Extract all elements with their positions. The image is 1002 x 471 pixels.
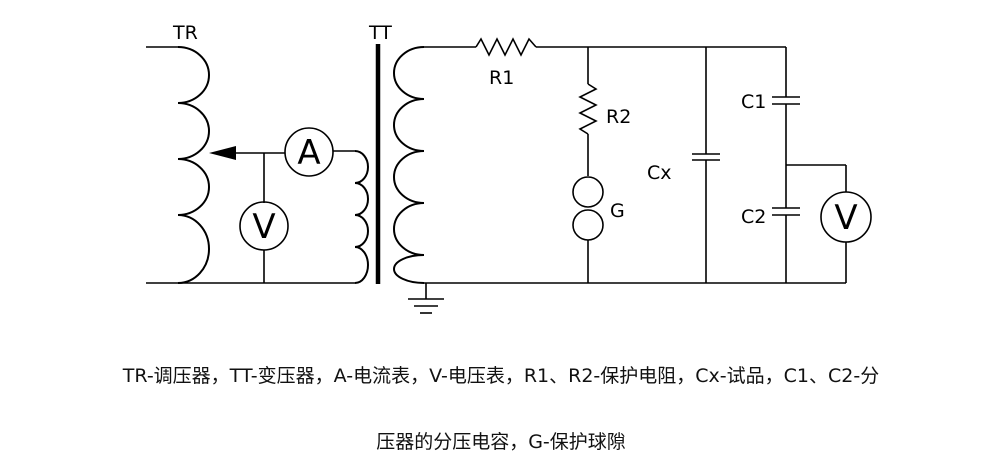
regulator-tr — [146, 46, 285, 284]
regulator-coil — [177, 46, 210, 284]
label-r2: R2 — [606, 106, 631, 128]
label-g: G — [610, 200, 625, 222]
transformer-primary — [333, 150, 369, 284]
voltmeter-left-label: V — [252, 207, 275, 247]
capacitor-c2 — [772, 207, 800, 216]
label-tt: TT — [368, 22, 392, 44]
capacitor-c1 — [772, 96, 800, 105]
label-c2: C2 — [741, 206, 766, 228]
ground-symbol — [408, 283, 444, 314]
slider-arrowhead — [209, 146, 236, 160]
voltmeter-right-label: V — [834, 198, 857, 238]
voltmeter-left: V — [239, 201, 289, 251]
label-tr: TR — [172, 22, 198, 44]
caption-line-1: TR-调压器，TT-变压器，A-电流表，V-电压表，R1、R2-保护电阻，Cx-… — [122, 365, 880, 387]
voltmeter-right: V — [820, 191, 872, 243]
primary-coil — [354, 150, 369, 284]
caption-line-2: 压器的分压电容，G-保护球隙 — [376, 431, 626, 453]
resistor-r2 — [578, 83, 598, 135]
ammeter: A — [284, 127, 334, 177]
secondary-coil — [393, 46, 425, 284]
label-r1: R1 — [489, 67, 514, 89]
ammeter-label: A — [297, 133, 320, 173]
transformer-secondary — [393, 46, 425, 284]
test-circuit-diagram: A V — [146, 22, 872, 314]
resistor-r1 — [475, 37, 537, 57]
sphere-gap-g — [572, 176, 604, 241]
label-c1: C1 — [741, 91, 766, 113]
capacitor-cx — [692, 153, 720, 161]
label-cx: Cx — [647, 162, 672, 184]
